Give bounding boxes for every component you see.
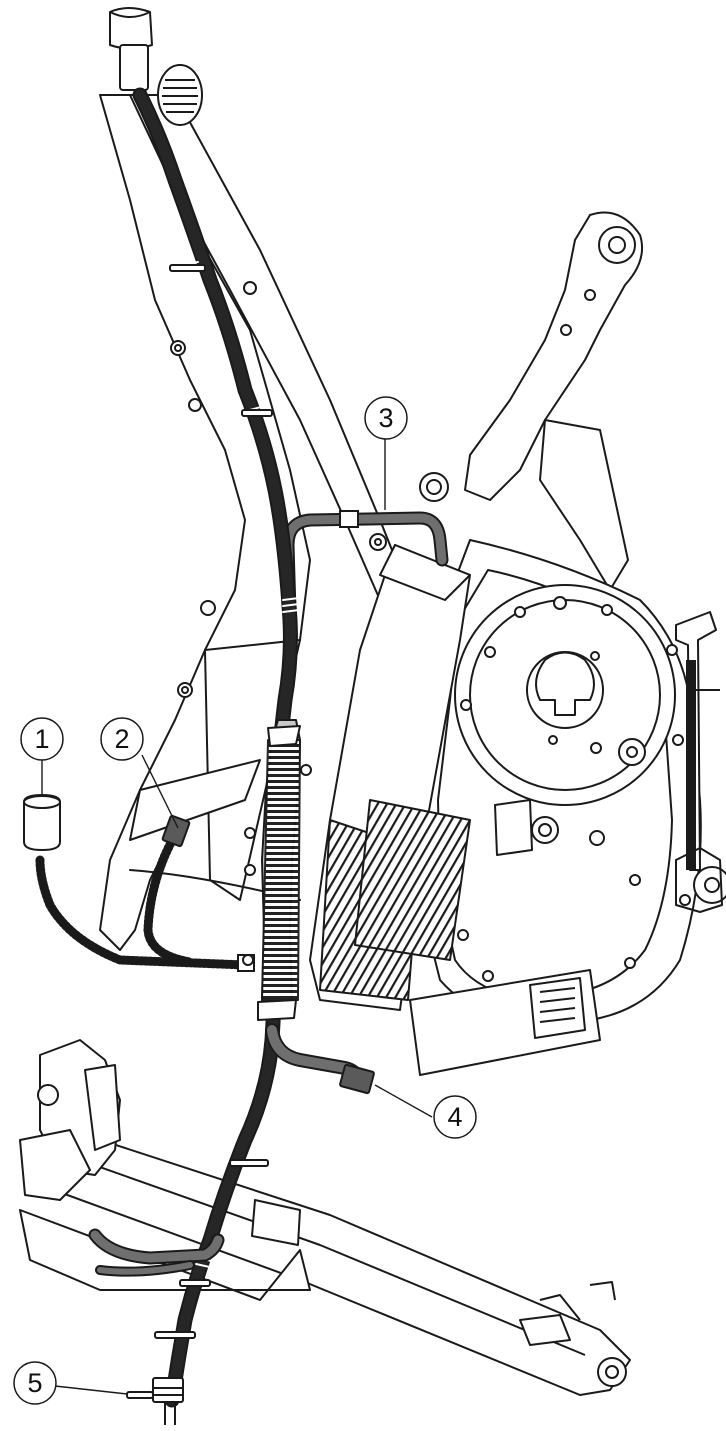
rear-subframe [419,211,644,591]
callout-5: 5 [13,1361,57,1405]
callout-3: 3 [364,396,408,440]
callout-4: 4 [433,1095,477,1139]
lower-grey-harness [88,1228,225,1277]
callout-4-label: 4 [447,1102,462,1132]
cylinder-fins [309,544,471,1011]
connector-harness [265,1023,375,1095]
callout-2-label: 2 [114,724,129,754]
front-fork [19,1039,631,1396]
engine-cover [398,539,702,1026]
connector-part-2 [161,814,191,848]
top-mount [109,7,203,126]
callout-5-label: 5 [27,1368,42,1398]
sensor-part-1 [23,793,61,852]
callout-1-label: 1 [34,724,49,754]
corrugated-sleeve [242,719,312,1021]
side-bracket [675,611,726,913]
callout-3-label: 3 [378,403,393,433]
left-sensor-harness [35,830,301,972]
bottom-connector-part-5 [126,1377,184,1425]
control-module [409,969,601,1076]
callout-2: 2 [100,717,144,761]
callout-leaders [41,438,433,1395]
callout-1: 1 [20,717,64,761]
